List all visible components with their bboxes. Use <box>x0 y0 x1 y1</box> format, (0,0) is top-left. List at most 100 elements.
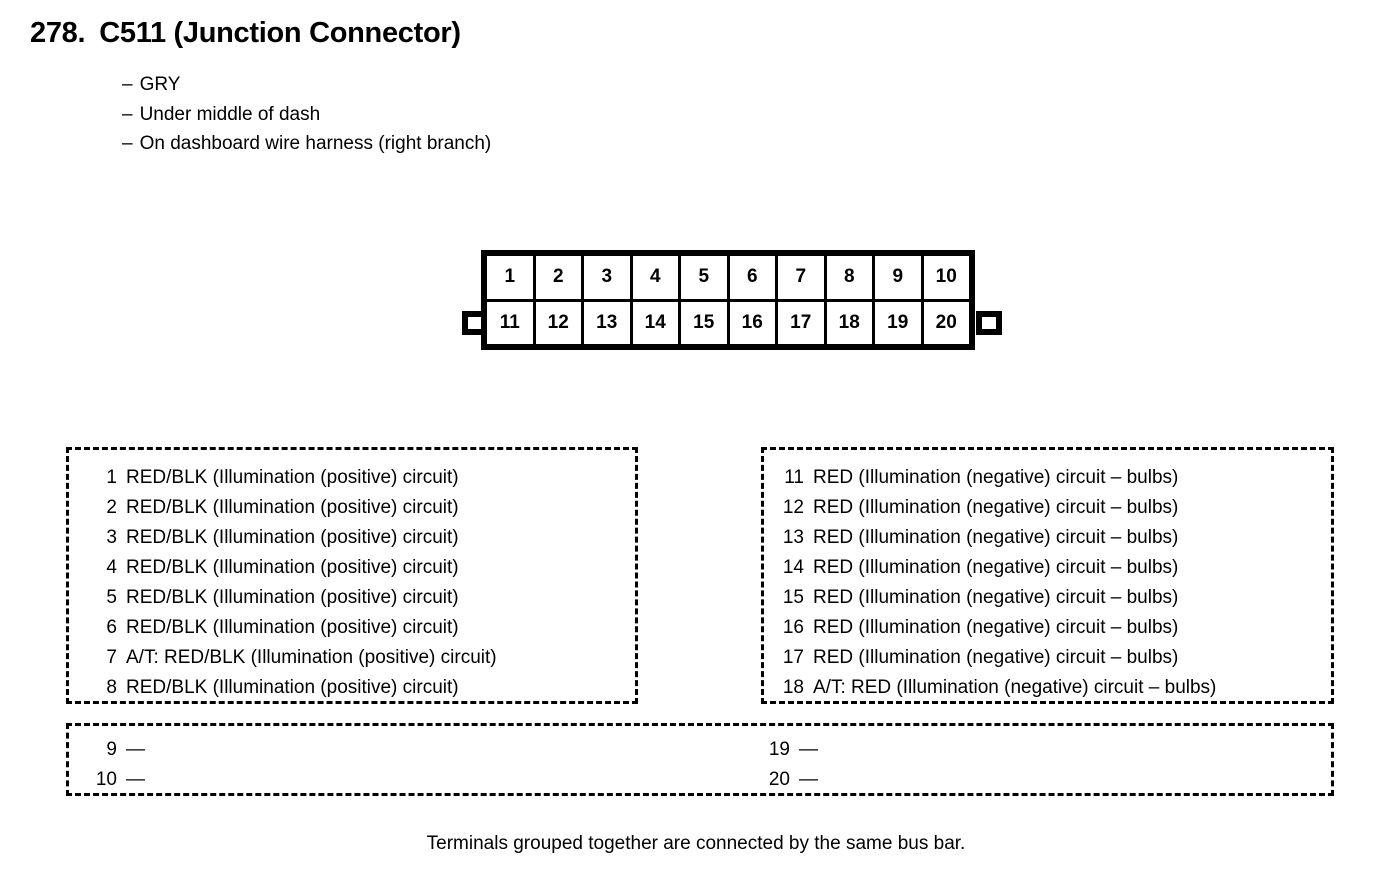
pin-cell: 2 <box>536 256 584 299</box>
pin-cell: 3 <box>584 256 633 299</box>
terminal-description: RED (Illumination (negative) circuit – b… <box>813 497 1179 518</box>
terminal-pin-number: 9 <box>106 739 117 760</box>
pin-cell: 8 <box>827 256 875 299</box>
terminal-pin-number: 8 <box>106 677 117 698</box>
table-row: 6 RED/BLK (Illumination (positive) circu… <box>91 613 635 643</box>
terminal-pin-number: 3 <box>106 527 117 548</box>
pin-cell: 7 <box>778 256 827 299</box>
terminal-pin-number: 16 <box>782 617 804 638</box>
list-item-label: GRY <box>139 74 181 95</box>
terminal-description: RED (Illumination (negative) circuit – b… <box>813 617 1179 638</box>
pin-cell: 16 <box>730 301 778 344</box>
table-row: 3 RED/BLK (Illumination (positive) circu… <box>91 523 635 553</box>
terminal-pin-number: 17 <box>782 647 804 668</box>
page-title: 278.C511 (Junction Connector) <box>30 17 461 50</box>
terminal-description: RED (Illumination (negative) circuit – b… <box>813 557 1179 578</box>
pin-cell: 9 <box>875 256 924 299</box>
terminal-description: RED/BLK (Illumination (positive) circuit… <box>126 677 459 698</box>
pin-cell: 18 <box>827 301 875 344</box>
terminal-pin-number: 11 <box>784 467 804 488</box>
terminal-group-unused: 9 — 10 — 19 — 20 — <box>66 723 1334 796</box>
terminal-description: RED (Illumination (negative) circuit – b… <box>813 527 1179 548</box>
table-row: 4 RED/BLK (Illumination (positive) circu… <box>91 553 635 583</box>
terminal-pin-number: 13 <box>782 527 804 548</box>
terminal-list-unused-left: 9 — 10 — <box>91 735 764 795</box>
terminal-pin-number: 2 <box>106 497 117 518</box>
terminal-pin-number: 4 <box>106 557 117 578</box>
terminal-pin-number: 5 <box>106 587 117 608</box>
terminal-pin-number: 1 <box>106 467 117 488</box>
pin-cell: 17 <box>778 301 827 344</box>
table-row: 17 RED (Illumination (negative) circuit … <box>778 643 1331 673</box>
table-row: 16 RED (Illumination (negative) circuit … <box>778 613 1331 643</box>
terminal-pin-number: 14 <box>782 557 804 578</box>
list-item-label: Under middle of dash <box>139 103 321 125</box>
terminal-group-right: 11 RED (Illumination (negative) circuit … <box>761 447 1334 704</box>
terminal-description: A/T: RED/BLK (Illumination (positive) ci… <box>126 647 497 668</box>
terminal-description: RED (Illumination (negative) circuit – b… <box>813 647 1179 668</box>
table-row: 20 — <box>764 765 818 795</box>
terminal-description: RED (Illumination (negative) circuit – b… <box>813 467 1179 488</box>
terminal-pin-number: 6 <box>106 617 117 638</box>
pin-cell: 10 <box>935 266 957 288</box>
pin-cell: 11 <box>487 301 536 344</box>
bullet-dash-icon: – <box>122 74 133 95</box>
pin-cell: 13 <box>584 301 633 344</box>
connector-pinout-diagram: 1 2 3 4 5 6 7 8 9 10 11 12 13 14 15 16 1… <box>462 248 1002 358</box>
terminal-description: A/T: RED (Illumination (negative) circui… <box>813 677 1217 698</box>
terminal-description: RED/BLK (Illumination (positive) circuit… <box>126 557 459 578</box>
terminal-pin-number: 12 <box>782 497 804 518</box>
pin-cell: 12 <box>536 301 584 344</box>
terminal-list-right: 11 RED (Illumination (negative) circuit … <box>778 463 1331 703</box>
table-row: 19 — <box>764 735 818 765</box>
connector-locking-tab-right <box>976 311 1002 335</box>
terminal-description: — <box>126 739 145 760</box>
table-row: 7 A/T: RED/BLK (Illumination (positive) … <box>91 643 635 673</box>
list-item-label: On dashboard wire harness (right branch) <box>139 133 492 154</box>
terminal-list-left: 1 RED/BLK (Illumination (positive) circu… <box>91 463 635 703</box>
table-row: 18 A/T: RED (Illumination (negative) cir… <box>778 673 1331 703</box>
page-title-text: C511 (Junction Connector) <box>99 17 461 49</box>
table-row: 14 RED (Illumination (negative) circuit … <box>778 553 1331 583</box>
pin-cell: 14 <box>633 301 681 344</box>
list-item: –Under middle of dash <box>122 100 491 130</box>
pin-cell: 20 <box>935 311 957 333</box>
list-item: –On dashboard wire harness (right branch… <box>122 129 491 159</box>
table-row: 11 RED (Illumination (negative) circuit … <box>778 463 1331 493</box>
bullet-dash-icon: – <box>122 103 133 125</box>
table-row: 9 — <box>91 735 764 765</box>
table-row: 2 RED/BLK (Illumination (positive) circu… <box>91 493 635 523</box>
connector-pin-row-top: 1 2 3 4 5 6 7 8 9 10 <box>487 256 969 302</box>
pin-cell: 15 <box>681 301 730 344</box>
pin-cell: 1 <box>487 256 536 299</box>
pin-cell: 19 <box>875 301 924 344</box>
footer-note: Terminals grouped together are connected… <box>426 833 966 854</box>
list-item: –GRY <box>122 70 491 100</box>
table-row: 15 RED (Illumination (negative) circuit … <box>778 583 1331 613</box>
terminal-pin-number: 10 <box>95 769 117 790</box>
terminal-description: RED/BLK (Illumination (positive) circuit… <box>126 497 459 518</box>
table-row: 12 RED (Illumination (negative) circuit … <box>778 493 1331 523</box>
terminal-description: — <box>126 769 145 790</box>
terminal-description: — <box>799 769 818 790</box>
table-row: 13 RED (Illumination (negative) circuit … <box>778 523 1331 553</box>
pin-cell: 6 <box>730 256 778 299</box>
pin-cell: 4 <box>633 256 681 299</box>
pin-cell: 5 <box>681 256 730 299</box>
terminal-description: — <box>799 739 818 760</box>
terminal-pin-number: 7 <box>106 647 117 668</box>
table-row: 5 RED/BLK (Illumination (positive) circu… <box>91 583 635 613</box>
terminal-pin-number: 19 <box>768 739 790 760</box>
terminal-pin-number: 18 <box>782 677 804 698</box>
connector-body: 1 2 3 4 5 6 7 8 9 10 11 12 13 14 15 16 1… <box>481 250 975 350</box>
table-row: 1 RED/BLK (Illumination (positive) circu… <box>91 463 635 493</box>
connector-pin-row-bottom: 11 12 13 14 15 16 17 18 19 20 <box>487 301 969 344</box>
terminal-description: RED/BLK (Illumination (positive) circuit… <box>126 617 459 638</box>
table-row: 8 RED/BLK (Illumination (positive) circu… <box>91 673 635 703</box>
terminal-pin-number: 20 <box>768 769 790 790</box>
terminal-list-unused-right: 19 — 20 — <box>764 735 818 795</box>
table-row: 10 — <box>91 765 764 795</box>
terminal-description: RED/BLK (Illumination (positive) circuit… <box>126 467 459 488</box>
connector-attributes-list: –GRY –Under middle of dash –On dashboard… <box>122 70 491 159</box>
terminal-description: RED (Illumination (negative) circuit – b… <box>813 587 1179 608</box>
